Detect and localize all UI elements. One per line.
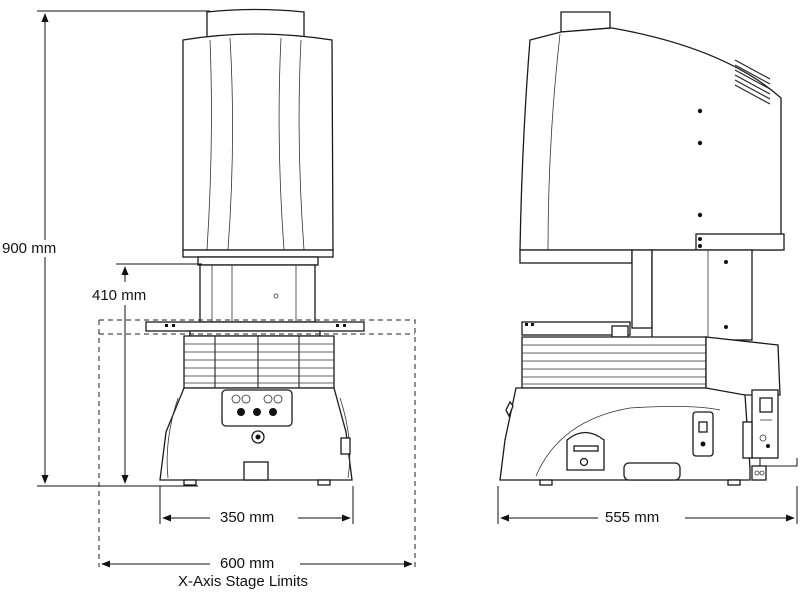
side-column — [631, 249, 653, 329]
dim-label-350mm: 350 mm — [220, 509, 275, 526]
front-column — [199, 264, 316, 323]
side-view — [499, 11, 798, 486]
front-hood — [182, 33, 334, 251]
side-hood — [519, 27, 782, 251]
side-base — [499, 387, 751, 481]
front-view — [145, 8, 365, 486]
dim-label-600mm: 600 mm — [220, 555, 275, 572]
front-top-cap — [206, 8, 305, 41]
stage-limits-box — [98, 319, 416, 567]
side-vents — [734, 59, 771, 105]
dim-label-410mm: 410 mm — [92, 287, 147, 304]
stage-limits-caption: X-Axis Stage Limits — [178, 573, 309, 590]
side-stage — [521, 321, 631, 336]
dimension-lines — [37, 10, 798, 568]
dim-label-900mm: 900 mm — [2, 240, 57, 257]
dim-label-555mm: 555 mm — [605, 509, 660, 526]
front-stage — [145, 321, 365, 332]
